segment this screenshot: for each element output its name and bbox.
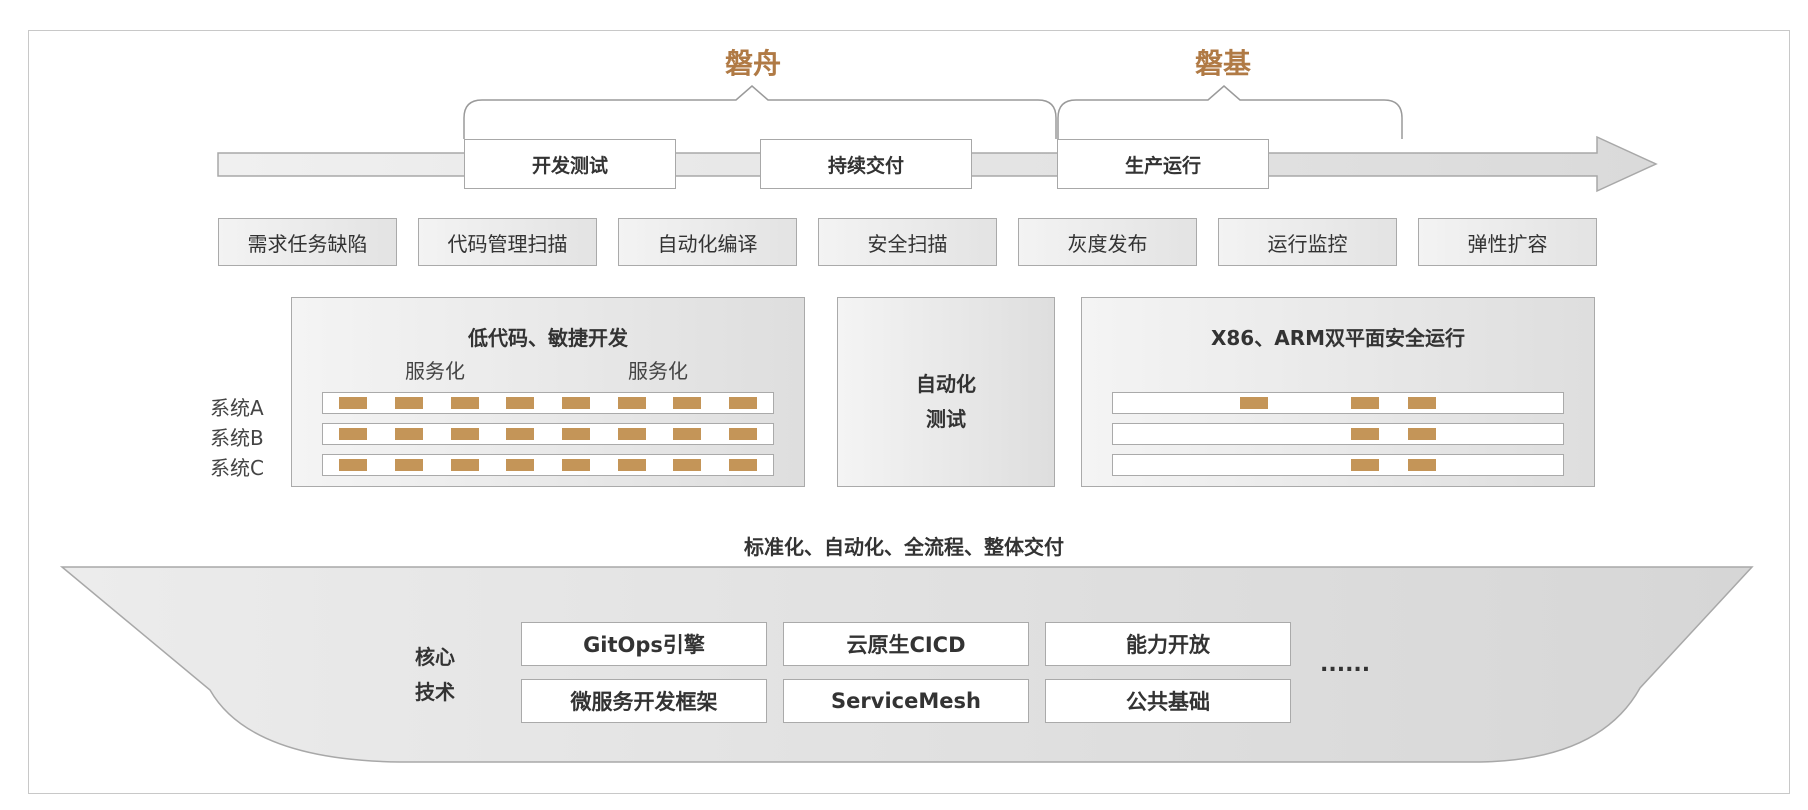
service-label-left: 服务化 (405, 359, 465, 383)
autotest-line2: 测试 (926, 407, 966, 431)
service-chip (395, 428, 423, 440)
runtime-chip (1351, 428, 1379, 440)
brace-panzhou (463, 85, 1057, 139)
service-chip (451, 428, 479, 440)
runtime-chip (1408, 459, 1436, 471)
more-ellipsis: ...... (1320, 652, 1371, 677)
step-code-management: 代码管理扫描 (418, 218, 597, 266)
brand-panji: 磐基 (1194, 47, 1251, 80)
runtime-track-b (1112, 423, 1564, 445)
lowcode-title: 低代码、敏捷开发 (468, 326, 628, 350)
service-chip (618, 459, 646, 471)
system-a-label: 系统A (210, 396, 264, 420)
service-chip (729, 459, 757, 471)
tech-cloud-native-cicd: 云原生CICD (783, 622, 1029, 666)
step-auto-build: 自动化编译 (618, 218, 797, 266)
autotest-panel: 自动化 测试 (837, 297, 1055, 487)
runtime-chip (1351, 459, 1379, 471)
service-chip (729, 428, 757, 440)
service-chip (339, 459, 367, 471)
service-chip (618, 428, 646, 440)
brace-panji (1057, 85, 1403, 139)
step-gray-release: 灰度发布 (1018, 218, 1197, 266)
step-security-scan: 安全扫描 (818, 218, 997, 266)
system-b-label: 系统B (210, 426, 264, 450)
service-chip (673, 397, 701, 409)
service-chip (562, 428, 590, 440)
slogan: 标准化、自动化、全流程、整体交付 (744, 535, 1064, 559)
tech-capability-open: 能力开放 (1045, 622, 1291, 666)
phase-production-run: 生产运行 (1057, 139, 1269, 189)
autotest-line1: 自动化 (916, 372, 976, 396)
core-label-line2: 技术 (415, 680, 455, 704)
system-b-track (322, 423, 774, 445)
phase-dev-test: 开发测试 (464, 139, 676, 189)
service-chip (729, 397, 757, 409)
service-chip (395, 459, 423, 471)
service-chip (339, 397, 367, 409)
service-chip (562, 459, 590, 471)
service-chip (451, 459, 479, 471)
service-chip (506, 428, 534, 440)
system-c-track (322, 454, 774, 476)
step-elastic-scaling: 弹性扩容 (1418, 218, 1597, 266)
runtime-chip (1408, 428, 1436, 440)
tech-common-foundation: 公共基础 (1045, 679, 1291, 723)
runtime-track-a (1112, 392, 1564, 414)
tech-gitops-engine: GitOps引擎 (521, 622, 767, 666)
service-chip (506, 459, 534, 471)
tech-microservice-framework: 微服务开发框架 (521, 679, 767, 723)
runtime-chip (1351, 397, 1379, 409)
runtime-track-c (1112, 454, 1564, 476)
service-chip (339, 428, 367, 440)
service-chip (673, 459, 701, 471)
runtime-chip (1408, 397, 1436, 409)
runtime-chip (1240, 397, 1268, 409)
service-chip (673, 428, 701, 440)
runtime-title: X86、ARM双平面安全运行 (1210, 326, 1466, 350)
system-a-track (322, 392, 774, 414)
service-label-right: 服务化 (628, 359, 688, 383)
step-requirements: 需求任务缺陷 (218, 218, 397, 266)
step-monitoring: 运行监控 (1218, 218, 1397, 266)
diagram-frame (28, 30, 1790, 794)
brand-panzhou: 磐舟 (724, 47, 781, 80)
service-chip (395, 397, 423, 409)
service-chip (562, 397, 590, 409)
phase-continuous-delivery: 持续交付 (760, 139, 972, 189)
service-chip (451, 397, 479, 409)
service-chip (618, 397, 646, 409)
tech-service-mesh: ServiceMesh (783, 679, 1029, 723)
core-label-line1: 核心 (415, 645, 455, 669)
system-c-label: 系统C (210, 456, 264, 480)
service-chip (506, 397, 534, 409)
